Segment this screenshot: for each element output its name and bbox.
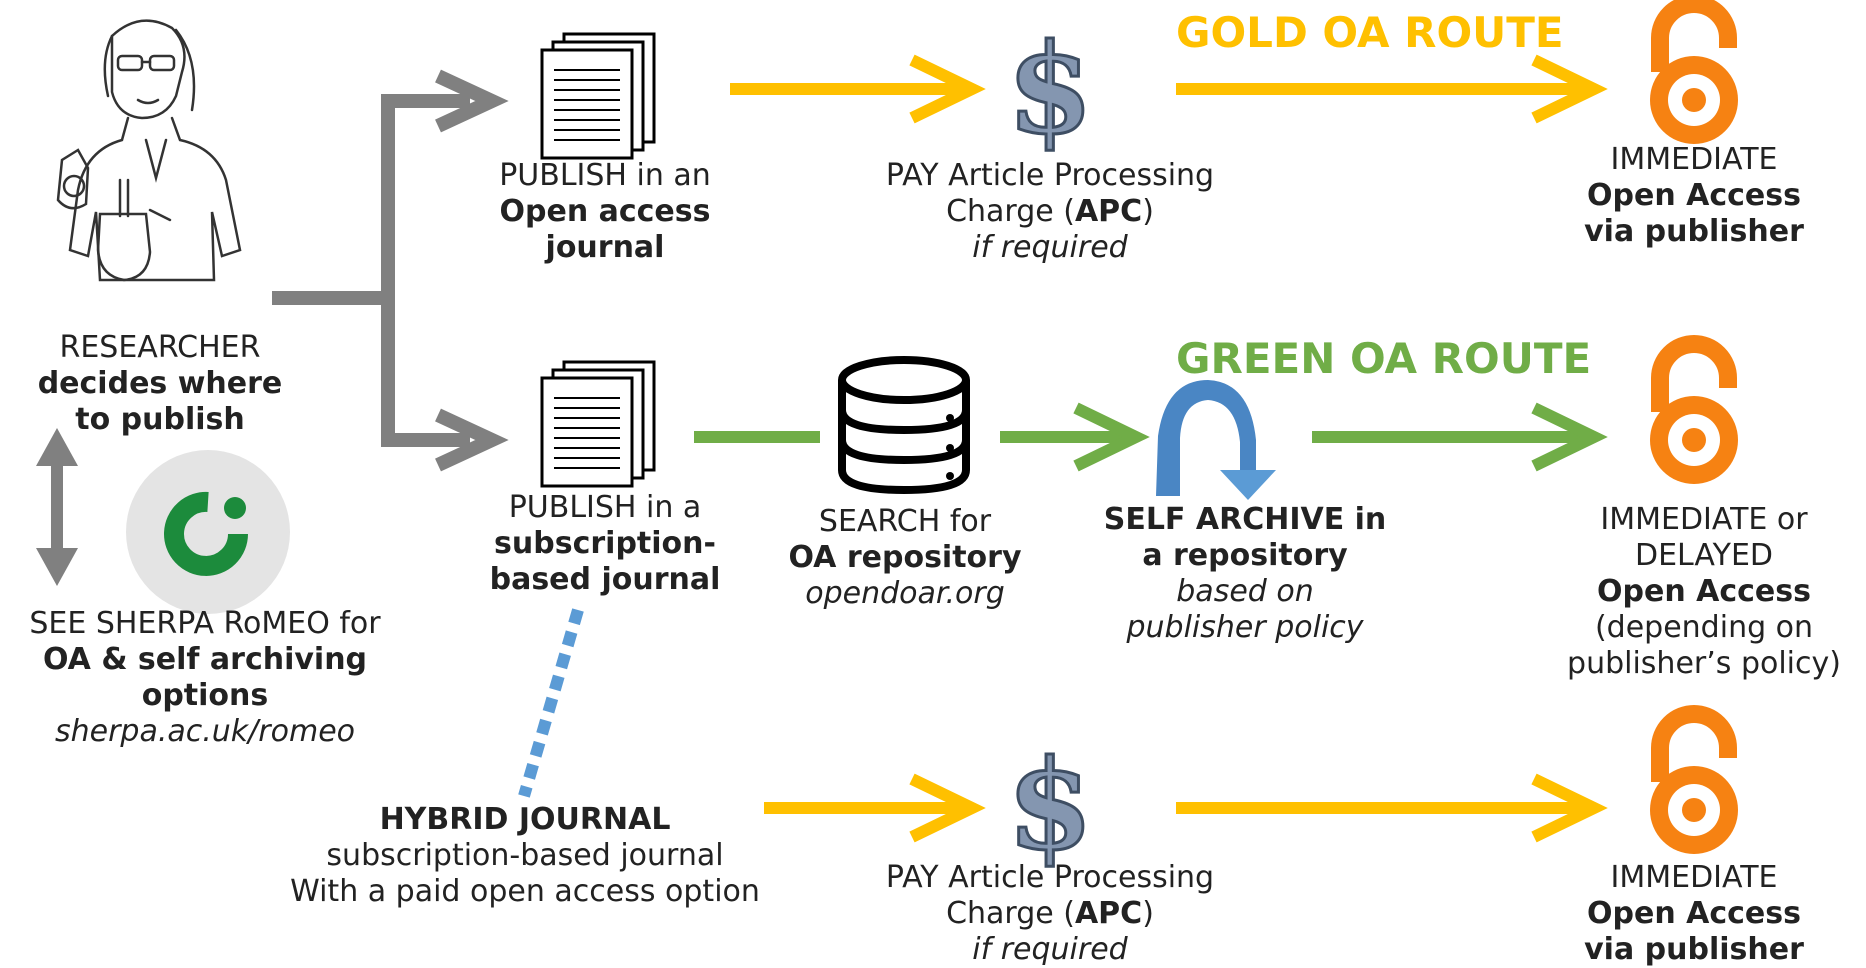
self-archive-line1: SELF ARCHIVE in [1103, 502, 1387, 537]
self-archive-line2: a repository [1142, 538, 1348, 573]
result-hybrid-line2: Open Access [1587, 896, 1801, 931]
dollar-icon-gold: $ [1007, 17, 1093, 162]
subscription-journal-icon [540, 360, 656, 488]
arrowhead-sub-journal [435, 408, 509, 472]
hybrid-link [518, 608, 584, 798]
sherpa-line3: options [141, 678, 269, 713]
sub-journal-line3: based journal [489, 562, 721, 597]
self-archive-line4: publisher policy [1126, 610, 1364, 645]
subscription-journal-label: PUBLISH in a subscription- based journal [450, 490, 760, 598]
gold-route-title: GOLD OA ROUTE [1176, 8, 1564, 57]
oa-icon-green [1650, 344, 1738, 484]
result-hybrid-line1: IMMEDIATE [1610, 860, 1778, 895]
oa-journal-line2: Open access [499, 194, 711, 229]
arrowhead-oa-journal [435, 69, 509, 133]
self-archive-line3: based on [1176, 574, 1314, 609]
sub-journal-line1: PUBLISH in a [508, 490, 702, 525]
researcher-illustration [56, 19, 242, 282]
sherpa-line1: SEE SHERPA RoMEO for [29, 606, 381, 641]
oa-journal-label: PUBLISH in an Open access journal [460, 158, 750, 266]
apc-gold-acronym: APC [1074, 194, 1143, 229]
apc-gold-line1: PAY Article Processing [885, 158, 1215, 193]
hybrid-line3: With a paid open access option [290, 874, 760, 909]
result-green-line3: Open Access [1597, 574, 1811, 609]
oa-icon-hybrid [1650, 714, 1738, 854]
green-route-title: GREEN OA ROUTE [1176, 334, 1592, 383]
apc-gold-line2: Charge (APC) [840, 194, 1260, 230]
apc-hybrid-line3: if required [972, 932, 1128, 967]
result-gold-line1: IMMEDIATE [1610, 142, 1778, 177]
hybrid-journal-label: HYBRID JOURNAL subscription-based journa… [230, 802, 820, 910]
branch-upper [381, 94, 470, 440]
green-arrows [694, 402, 1608, 472]
self-archive-label: SELF ARCHIVE in a repository based on pu… [1080, 502, 1410, 646]
sherpa-double-arrow [36, 428, 78, 586]
sherpa-link[interactable]: sherpa.ac.uk/romeo [54, 714, 356, 749]
apc-hybrid-line2: Charge (APC) [840, 896, 1260, 932]
apc-hybrid-label: PAY Article Processing Charge (APC) if r… [840, 860, 1260, 968]
result-hybrid-line3: via publisher [1584, 932, 1804, 967]
result-gold-line3: via publisher [1584, 214, 1804, 249]
apc-hybrid-acronym: APC [1074, 896, 1143, 931]
sherpa-label: SEE SHERPA RoMEO for OA & self archiving… [0, 606, 410, 750]
result-gold-line2: Open Access [1587, 178, 1801, 213]
oa-journal-line3: journal [545, 230, 665, 265]
researcher-line3: to publish [75, 402, 245, 437]
oa-icon-gold [1650, 4, 1738, 144]
database-icon [838, 356, 970, 495]
apc-gold-close-paren: ) [1142, 194, 1154, 229]
search-line2: OA repository [788, 540, 1022, 575]
apc-hybrid-close-paren: ) [1142, 896, 1154, 931]
apc-gold-charge-text: Charge ( [946, 194, 1075, 229]
researcher-line1: RESEARCHER [59, 330, 261, 365]
oa-journal-line1: PUBLISH in an [499, 158, 711, 193]
sub-journal-line2: subscription- [494, 526, 716, 561]
researcher-line2: decides where [37, 366, 283, 401]
decision-arrows [272, 69, 509, 472]
apc-hybrid-line1: PAY Article Processing [885, 860, 1215, 895]
branch-lower [381, 300, 470, 447]
sherpa-romeo-logo [126, 450, 290, 614]
self-archive-arrow-icon [1156, 380, 1276, 500]
result-gold-label: IMMEDIATE Open Access via publisher [1564, 142, 1824, 250]
search-line1: SEARCH for [818, 504, 992, 539]
hybrid-title: HYBRID JOURNAL [379, 802, 671, 837]
search-repository-label: SEARCH for OA repository opendoar.org [760, 504, 1050, 612]
opendoar-link[interactable]: opendoar.org [805, 576, 1005, 611]
sherpa-line2: OA & self archiving [42, 642, 368, 677]
apc-gold-label: PAY Article Processing Charge (APC) if r… [840, 158, 1260, 266]
hybrid-line2: subscription-based journal [326, 838, 724, 873]
apc-gold-line3: if required [972, 230, 1128, 265]
researcher-label: RESEARCHER decides where to publish [0, 330, 320, 438]
result-green-line5: publisher’s policy) [1567, 646, 1841, 681]
dollar-icon-hybrid: $ [1007, 733, 1093, 878]
gold-arrows [730, 54, 1608, 843]
oa-journal-icon [540, 32, 656, 160]
result-green-line1: IMMEDIATE or [1600, 502, 1808, 537]
apc-hybrid-charge-text: Charge ( [946, 896, 1075, 931]
result-green-line4: (depending on [1594, 610, 1814, 645]
result-green-line2: DELAYED [1634, 538, 1774, 573]
result-hybrid-label: IMMEDIATE Open Access via publisher [1564, 860, 1824, 968]
result-green-label: IMMEDIATE or DELAYED Open Access (depend… [1546, 502, 1862, 682]
